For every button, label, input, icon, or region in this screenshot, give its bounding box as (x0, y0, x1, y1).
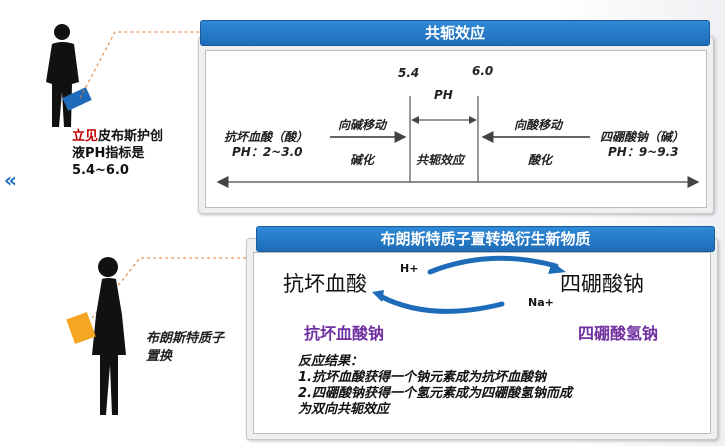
bottom-person-caption: 布朗斯特质子 置换 (146, 330, 224, 366)
result-item-2-line1: 2.四硼酸钠获得一个氢元素成为四硼酸氢钠而成 (298, 386, 572, 401)
result-item-1: 1.抗坏血酸获得一个钠元素成为抗坏血酸钠 (298, 370, 546, 385)
left-compound-label: 抗坏血酸（酸） (224, 130, 309, 144)
businessman-icon (46, 24, 92, 127)
result-title: 反应结果： (298, 354, 364, 369)
bottom-caption-line2: 置换 (146, 349, 173, 364)
result-block: 反应结果： 1.抗坏血酸获得一个钠元素成为抗坏血酸钠 2.四硼酸钠获得一个氢元素… (298, 354, 572, 418)
ph-range-label: PH (434, 88, 453, 102)
proton-exchange-header: 布朗斯特质子置转换衍生新物质 (256, 226, 715, 252)
product-left: 抗坏血酸钠 (304, 324, 385, 343)
ion-h-label: H+ (400, 262, 419, 275)
left-note: 立见皮布斯护创 液PH指标是 5.4~6.0 (72, 128, 163, 179)
left-ph-label: PH：2~3.0 (232, 145, 303, 159)
left-note-line1: 皮布斯护创 (98, 129, 164, 144)
shift-to-base-label: 向碱移动 (338, 118, 387, 132)
ph-high-label: 6.0 (472, 64, 494, 78)
left-note-line2: 液PH指标是 (72, 146, 145, 161)
bottom-caption-line1: 布朗斯特质子 (146, 331, 225, 346)
acid-effect-label: 酸化 (528, 153, 553, 167)
product-right: 四硼酸氢钠 (578, 324, 659, 343)
right-compound-label: 四硼酸钠（碱） (600, 130, 685, 144)
left-note-line3: 5.4~6.0 (72, 163, 129, 178)
conjugate-effect-header: 共轭效应 (200, 20, 710, 46)
ion-na-label: Na+ (528, 296, 554, 309)
left-note-highlight: 立见 (72, 129, 99, 144)
shift-to-acid-label: 向酸移动 (514, 118, 563, 132)
right-ph-label: PH：9~9.3 (608, 145, 679, 159)
center-effect-label: 共轭效应 (416, 153, 465, 167)
ph-low-label: 5.4 (398, 66, 420, 80)
base-effect-label: 碱化 (350, 153, 375, 167)
businesswoman-icon (66, 257, 126, 415)
compound-left: 抗坏血酸 (283, 272, 367, 296)
chevron-left-icon: « (4, 168, 17, 192)
result-item-2-line2: 为双向共轭效应 (298, 402, 390, 417)
proton-exchange-content (253, 252, 711, 434)
compound-right: 四硼酸钠 (560, 272, 644, 296)
